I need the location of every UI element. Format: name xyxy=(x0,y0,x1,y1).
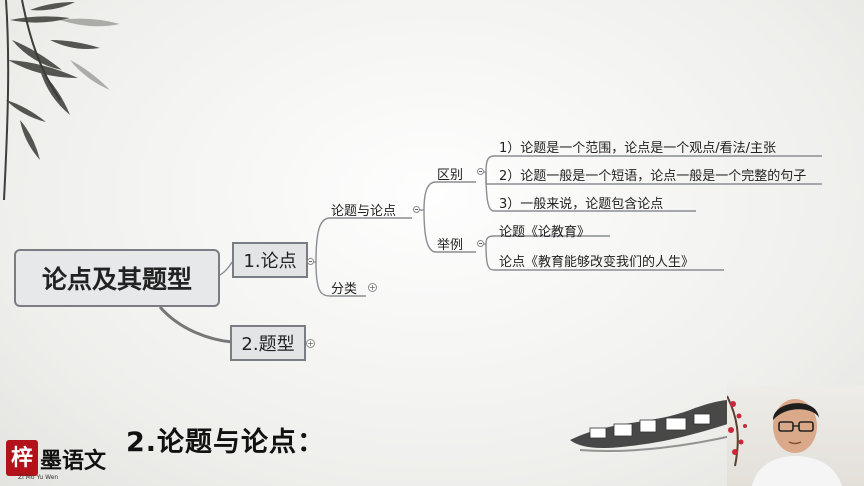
expand-toggle-icon[interactable]: + xyxy=(306,339,315,348)
node-label: 2.题型 xyxy=(241,334,295,355)
leaf-distinction-2[interactable]: 2）论题一般是一个短语，论点一般是一个完整的句子 xyxy=(499,169,807,184)
collapse-toggle-icon[interactable] xyxy=(477,240,484,247)
root-label: 论点及其题型 xyxy=(41,265,192,294)
node-qubie[interactable]: 区别 xyxy=(437,168,464,183)
logo-subtitle: Zi Mo Yu Wen xyxy=(18,474,59,481)
node-1-lundian[interactable]: 1.论点 xyxy=(232,242,308,278)
node-label: 1.论点 xyxy=(243,251,297,272)
node-fenlei[interactable]: 分类 xyxy=(331,282,358,297)
collapse-toggle-icon[interactable] xyxy=(477,168,484,175)
webcam-video-overlay xyxy=(727,386,864,486)
node-2-tixing[interactable]: 2.题型 xyxy=(230,325,306,361)
logo-seal-icon: 梓 xyxy=(6,440,38,476)
slide-section-title: 2.论题与论点： xyxy=(126,427,326,458)
node-lunti-yu-lundian[interactable]: 论题与论点 xyxy=(331,204,397,219)
collapse-toggle-icon[interactable] xyxy=(307,258,314,265)
leaf-example-2[interactable]: 论点《教育能够改变我们的人生》 xyxy=(499,255,695,270)
expand-toggle-icon[interactable]: + xyxy=(368,283,377,292)
logo-name: 墨语文 xyxy=(40,448,107,474)
mindmap-root-node[interactable]: 论点及其题型 xyxy=(14,249,220,307)
node-juli[interactable]: 举例 xyxy=(437,238,464,253)
collapse-toggle-icon[interactable] xyxy=(413,206,420,213)
ink-landscape-decoration xyxy=(570,399,740,453)
leaf-example-1[interactable]: 论题《论教育》 xyxy=(499,225,591,240)
presenter-video-icon xyxy=(727,395,842,486)
leaf-distinction-3[interactable]: 3）一般来说，论题包含论点 xyxy=(499,197,664,212)
leaf-distinction-1[interactable]: 1）论题是一个范围，论点是一个观点/看法/主张 xyxy=(499,141,777,156)
bamboo-decoration xyxy=(3,0,120,200)
